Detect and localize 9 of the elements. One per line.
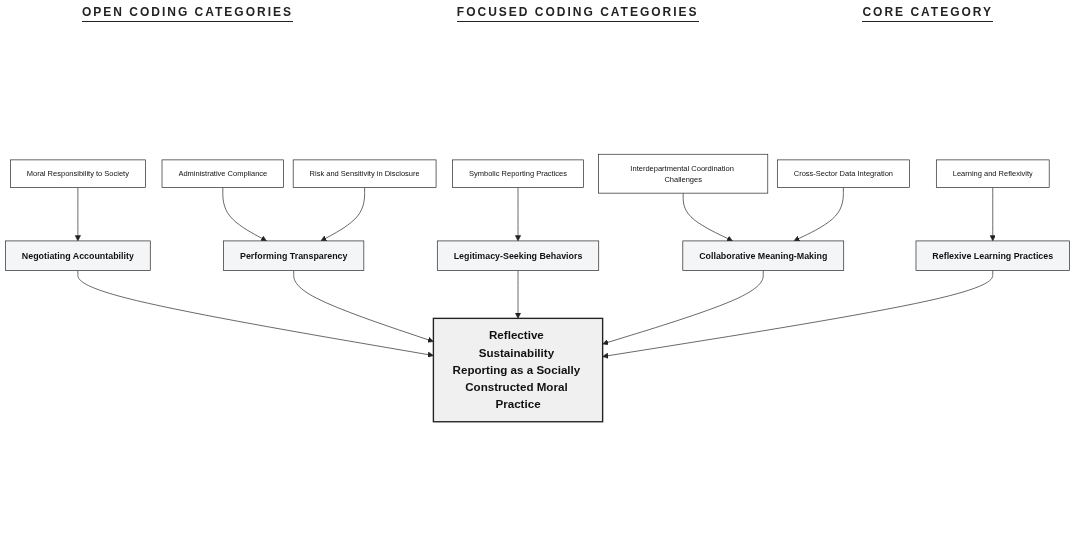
node-box: Legitimacy-Seeking Behaviors: [436, 240, 600, 271]
node-box: Collaborative Meaning-Making: [682, 240, 845, 271]
section-heading: OPEN CODING CATEGORIES: [81, 4, 294, 22]
node-box: Reflexive Learning Practices: [915, 240, 1070, 271]
node-box: Performing Transparency: [223, 240, 365, 271]
node-box: Negotiating Accountability: [5, 240, 151, 271]
section-heading: FOCUSED CODING CATEGORIES: [456, 4, 699, 22]
section-heading: CORE CATEGORY: [862, 4, 994, 22]
node-box: Reflective Sustainability Reporting as a Socially Constructed Moral Practice: [432, 317, 604, 423]
